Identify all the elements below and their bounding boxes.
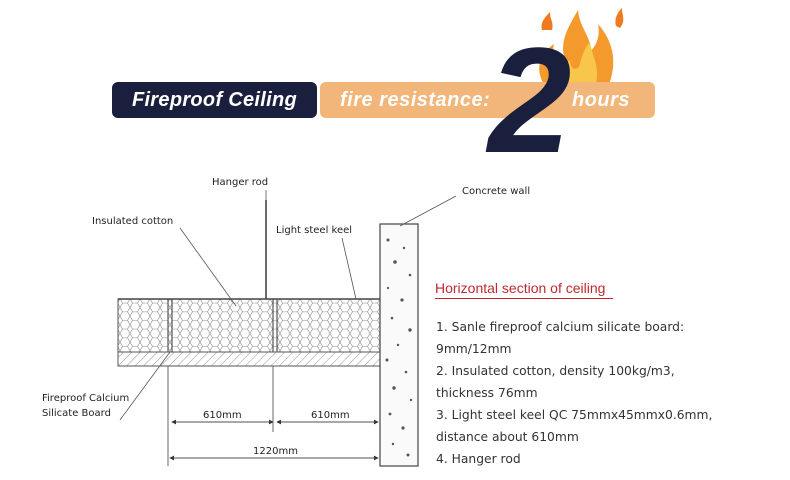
note-line: 4. Hanger rod	[436, 452, 521, 466]
insulated-cotton-label: Insulated cotton	[92, 216, 174, 227]
board-label-line1: Fireproof Calcium	[42, 393, 130, 404]
section-title: Horizontal section of ceiling	[435, 280, 606, 296]
board-label-line2: Silicate Board	[42, 408, 111, 419]
flame-icon	[539, 8, 624, 92]
light-steel-keel-label: Light steel keel	[276, 225, 353, 236]
dimension-left-label: 610mm	[203, 410, 242, 421]
note-line: 9mm/12mm	[436, 342, 512, 356]
section-title-underline	[435, 298, 613, 299]
note-line: 3. Light steel keel QC 75mmx45mmx0.6mm,	[436, 408, 713, 422]
dimension-right-label: 610mm	[311, 410, 350, 421]
concrete-wall	[379, 223, 419, 467]
calcium-silicate-board	[117, 351, 381, 367]
note-line: distance about 610mm	[436, 430, 579, 444]
hanger-rod-label: Hanger rod	[212, 177, 269, 188]
banner: Fireproof Ceiling fire resistance: 2 hou…	[0, 0, 790, 175]
note-line: 2. Insulated cotton, density 100kg/m3,	[436, 364, 675, 378]
fire-resistance-pill	[320, 82, 655, 118]
light-steel-keels	[167, 299, 278, 352]
section-notes: 1. Sanle fireproof calcium silicate boar…	[436, 316, 776, 470]
note-line: thickness 76mm	[436, 386, 538, 400]
insulated-cotton-layer	[117, 298, 381, 353]
fireproof-ceiling-pill: Fireproof Ceiling	[112, 82, 317, 118]
concrete-wall-label: Concrete wall	[462, 186, 531, 197]
note-line: 1. Sanle fireproof calcium silicate boar…	[436, 320, 685, 334]
fire-resistance-label: fire resistance:	[340, 89, 491, 111]
big-number-two: 2	[488, 16, 572, 184]
fireproof-ceiling-label: Fireproof Ceiling	[131, 88, 298, 111]
dimension-total-label: 1220mm	[253, 446, 298, 457]
hours-label: hours	[572, 89, 631, 111]
